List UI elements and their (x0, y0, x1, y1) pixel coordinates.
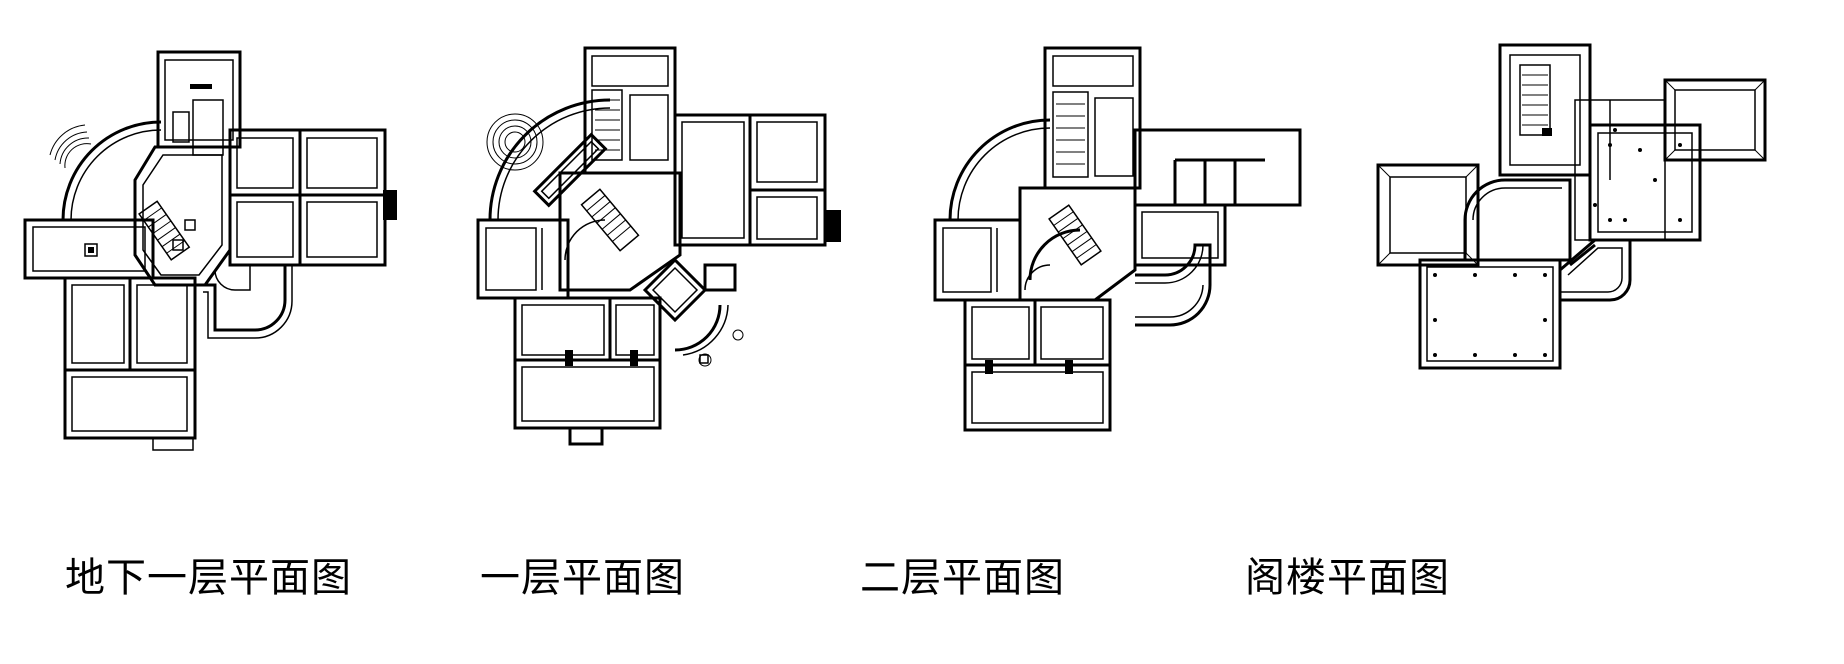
attic-floor-plan (1376, 43, 1767, 370)
ground-floor-plan-label: 一层平面图 (480, 555, 685, 601)
second-floor-plan-label: 二层平面图 (860, 555, 1065, 601)
second-floor-plan (933, 46, 1302, 432)
basement-floor-plan (23, 50, 397, 451)
attic-floor-plan-label: 阁楼平面图 (1245, 555, 1450, 601)
ground-floor-plan (476, 46, 841, 446)
basement-floor-plan-label: 地下一层平面图 (65, 555, 352, 601)
